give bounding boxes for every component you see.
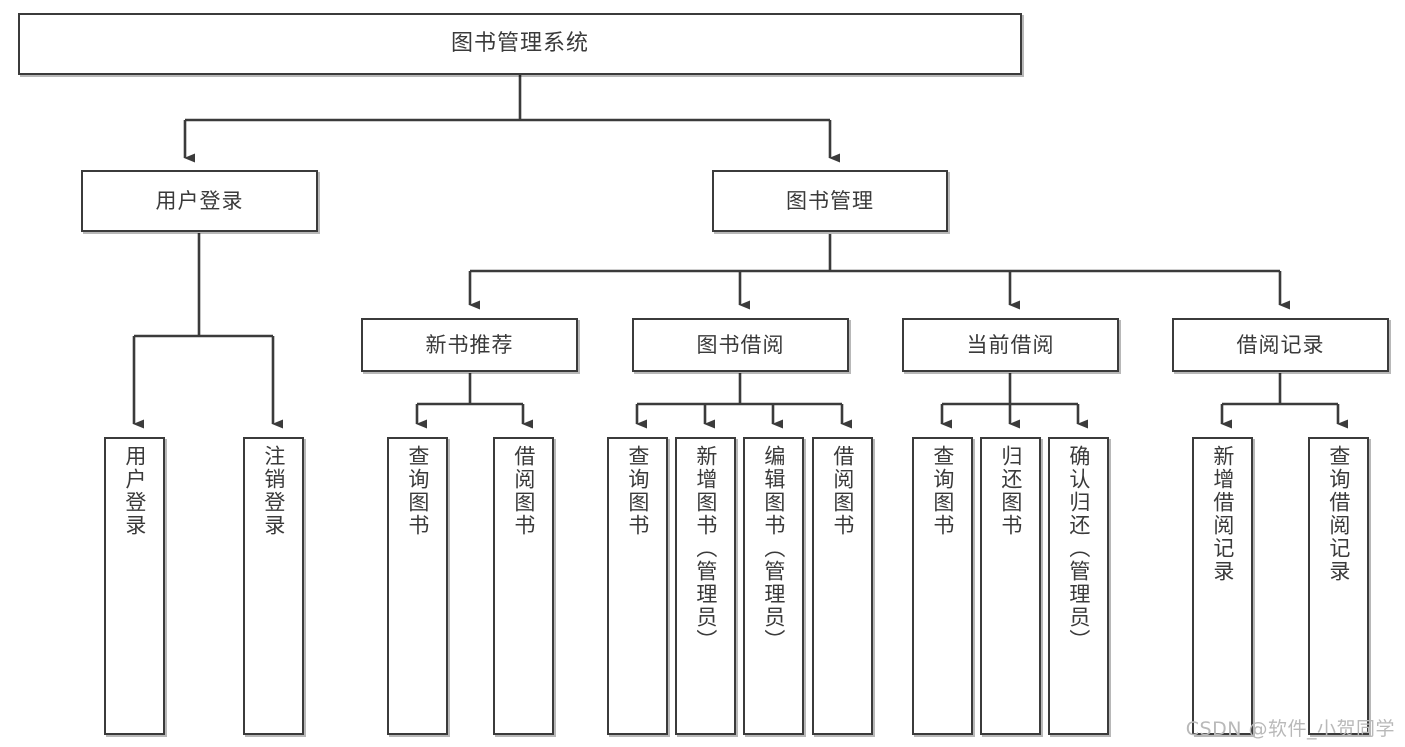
node-label: 注销登录 [261, 445, 286, 537]
node-label: 借阅图书 [830, 445, 855, 537]
node-label: 用户登录 [155, 188, 244, 213]
node-current-borrow[interactable]: 当前借阅 [902, 318, 1119, 372]
node-new-book-recommend[interactable]: 新书推荐 [361, 318, 578, 372]
leaf-borrow-record-add-record[interactable]: 新增借阅记录 [1192, 437, 1253, 735]
node-label: 图书管理系统 [450, 31, 589, 57]
leaf-new-book-query-book[interactable]: 查询图书 [387, 437, 448, 735]
node-label: 归还图书 [998, 445, 1023, 537]
node-label: 查询借阅记录 [1326, 445, 1351, 583]
leaf-book-borrow-query-book[interactable]: 查询图书 [607, 437, 668, 735]
node-label: 图书借阅 [696, 332, 785, 357]
leaf-user-login-logout[interactable]: 注销登录 [243, 437, 304, 735]
node-label: 新增图书（管理员） [693, 445, 718, 652]
node-label: 新增借阅记录 [1210, 445, 1235, 583]
node-borrow-record[interactable]: 借阅记录 [1172, 318, 1389, 372]
leaf-current-borrow-confirm-return-admin[interactable]: 确认归还（管理员） [1048, 437, 1109, 735]
leaf-user-login-login[interactable]: 用户登录 [104, 437, 165, 735]
node-label: 查询图书 [405, 445, 430, 537]
node-root-book-management-system[interactable]: 图书管理系统 [18, 13, 1022, 75]
node-label: 图书管理 [786, 188, 874, 213]
leaf-book-borrow-borrow-book[interactable]: 借阅图书 [812, 437, 873, 735]
leaf-new-book-borrow-book[interactable]: 借阅图书 [493, 437, 554, 735]
node-label: 新书推荐 [425, 332, 514, 357]
leaf-book-borrow-edit-book-admin[interactable]: 编辑图书（管理员） [743, 437, 804, 735]
node-label: 借阅图书 [511, 445, 536, 537]
node-label: 查询图书 [930, 445, 955, 537]
node-label: 用户登录 [122, 445, 147, 537]
node-label: 编辑图书（管理员） [761, 445, 786, 652]
node-user-login[interactable]: 用户登录 [81, 170, 318, 232]
node-book-borrow[interactable]: 图书借阅 [632, 318, 849, 372]
leaf-current-borrow-return-book[interactable]: 归还图书 [980, 437, 1041, 735]
node-label: 确认归还（管理员） [1066, 445, 1091, 652]
node-book-management[interactable]: 图书管理 [712, 170, 948, 232]
leaf-book-borrow-add-book-admin[interactable]: 新增图书（管理员） [675, 437, 736, 735]
node-label: 借阅记录 [1236, 332, 1325, 357]
node-label: 当前借阅 [966, 332, 1055, 357]
node-label: 查询图书 [625, 445, 650, 537]
leaf-borrow-record-query-record[interactable]: 查询借阅记录 [1308, 437, 1369, 735]
leaf-current-borrow-query-book[interactable]: 查询图书 [912, 437, 973, 735]
